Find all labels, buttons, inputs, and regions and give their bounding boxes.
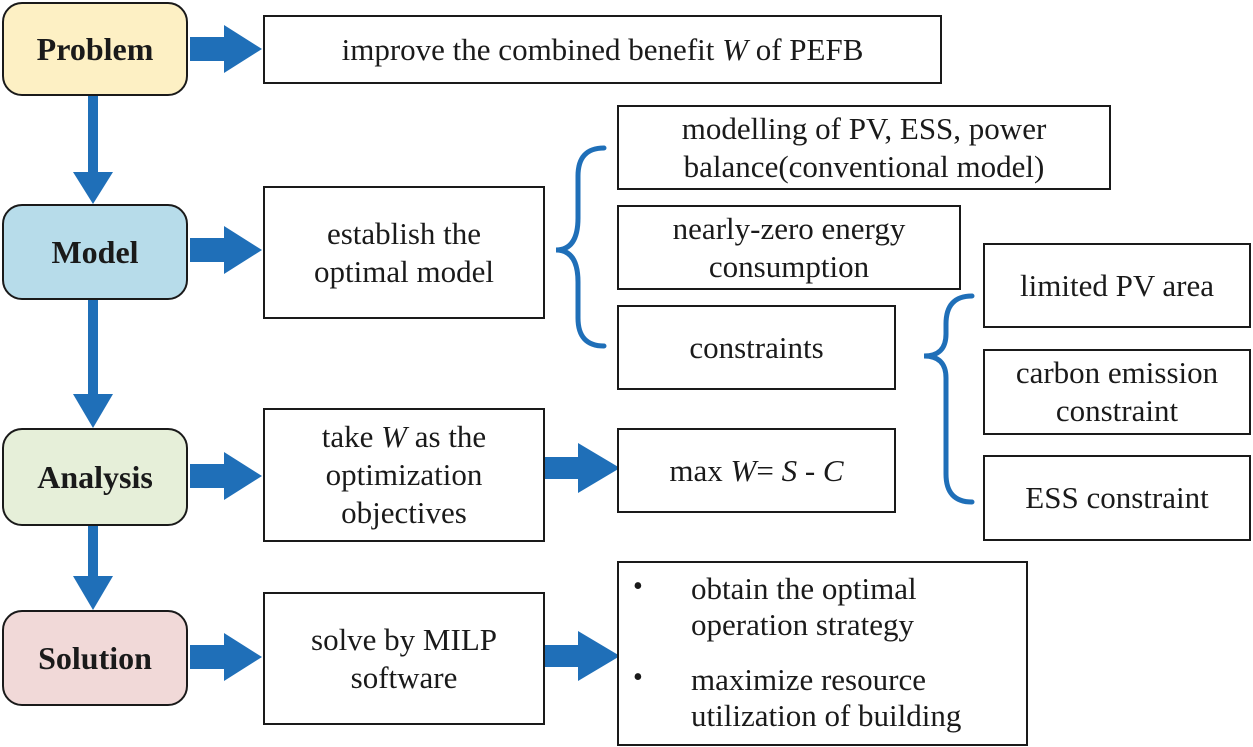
model-line-1: establish the bbox=[326, 215, 482, 251]
results-box: • obtain the optimal operation strategy … bbox=[617, 561, 1028, 746]
nzeb-line-2: consumption bbox=[708, 248, 870, 284]
pv-area-label: limited PV area bbox=[1020, 267, 1214, 303]
conventional-line-2: balance(conventional model) bbox=[683, 148, 1045, 184]
result-1-line-1: obtain the optimal bbox=[691, 571, 917, 606]
carbon-line-1: carbon emission bbox=[1015, 355, 1219, 391]
model-line-2: optimal model bbox=[314, 253, 494, 289]
bullet-icon: • bbox=[633, 662, 643, 693]
problem-description-box: improve the combined benefit W of PEFB bbox=[263, 15, 942, 84]
vertical-arrow-problem-model bbox=[73, 96, 113, 204]
arrow-objective-right bbox=[544, 443, 620, 493]
carbon-line-2: constraint bbox=[1055, 393, 1179, 428]
vertical-arrow-model-analysis bbox=[73, 300, 113, 428]
stage-model-label: Model bbox=[51, 233, 139, 270]
objective-box: max W= S - C bbox=[617, 428, 896, 513]
solution-box: solve by MILP software bbox=[263, 592, 545, 725]
ess-constraint-label: ESS constraint bbox=[1025, 480, 1209, 516]
stage-problem: Problem bbox=[2, 2, 188, 96]
problem-description: improve the combined benefit W of PEFB bbox=[341, 31, 864, 67]
arrow-result-right bbox=[544, 631, 620, 681]
carbon-constraint-box: carbon emission constraint bbox=[983, 349, 1251, 435]
ess-constraint-box: ESS constraint bbox=[983, 455, 1251, 541]
result-1-line-2: operation strategy bbox=[691, 606, 914, 642]
stage-solution-label: Solution bbox=[38, 639, 152, 676]
analysis-line-3: objectives bbox=[341, 494, 467, 530]
stage-solution: Solution bbox=[2, 610, 188, 706]
brace-constraints bbox=[923, 293, 975, 505]
stage-analysis-label: Analysis bbox=[37, 458, 153, 495]
result-2-line-2: utilization of building bbox=[691, 697, 962, 733]
analysis-line-2: optimization bbox=[325, 457, 483, 493]
stage-analysis: Analysis bbox=[2, 428, 188, 526]
result-2-line-1: maximize resource bbox=[691, 662, 926, 697]
brace-model bbox=[555, 145, 607, 349]
vertical-arrow-analysis-solution bbox=[73, 526, 113, 610]
result-item-2: • maximize resource utilization of build… bbox=[633, 662, 1016, 733]
nzeb-line-1: nearly-zero energy bbox=[672, 210, 906, 246]
arrow-problem-right bbox=[190, 25, 262, 73]
constraints-label: constraints bbox=[689, 329, 824, 365]
pv-area-box: limited PV area bbox=[983, 243, 1251, 328]
bullet-icon: • bbox=[633, 571, 643, 602]
arrow-analysis-right bbox=[190, 452, 262, 500]
conventional-model-box: modelling of PV, ESS, power balance(conv… bbox=[617, 105, 1111, 190]
result-item-1: • obtain the optimal operation strategy bbox=[633, 571, 1016, 642]
constraints-box: constraints bbox=[617, 305, 896, 390]
arrow-model-right bbox=[190, 226, 262, 274]
model-box: establish the optimal model bbox=[263, 186, 545, 319]
stage-model: Model bbox=[2, 204, 188, 300]
analysis-line-1: take W as the bbox=[321, 419, 487, 455]
arrow-solution-right bbox=[190, 633, 262, 681]
nzeb-box: nearly-zero energy consumption bbox=[617, 205, 961, 290]
solution-line-1: solve by MILP bbox=[311, 621, 497, 657]
stage-problem-label: Problem bbox=[36, 30, 154, 67]
conventional-line-1: modelling of PV, ESS, power bbox=[681, 110, 1047, 146]
objective-formula: max W= S - C bbox=[669, 452, 844, 488]
analysis-box: take W as the optimization objectives bbox=[263, 408, 545, 542]
solution-line-2: software bbox=[350, 659, 458, 695]
